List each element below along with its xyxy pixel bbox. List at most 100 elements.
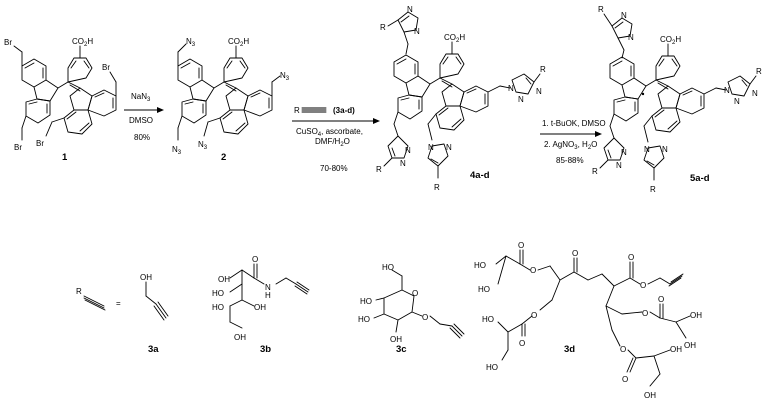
carbonyl-o-label: O [628,253,634,262]
compound-4-structure [383,11,541,179]
triazole-n-label: N [644,145,650,154]
triazole-n-label: N [616,161,622,170]
triazole-n-label: N [400,159,406,168]
step2-line1: CuSO4, ascorbate, [296,127,363,138]
hydroxyl-label: HO [358,315,370,324]
carboxylic-acid-label: CO2H [444,33,465,44]
hydroxyl-label: HO [474,261,486,270]
triazole-n-label: N [628,33,634,42]
hydroxyl-label: OH [684,341,696,350]
hydroxyl-label: HO [212,303,224,312]
legend-alkyne-bond [83,295,105,307]
step2-alkyne-label: (3a-d) [333,106,355,115]
compound-3d-structure [495,249,691,387]
azide-label: N3 [186,37,196,48]
carboxylic-acid-label: CO2H [72,37,93,48]
triazole-n-label: N [662,145,668,154]
step2-alkyne-r: R [294,106,300,115]
r-group-label: R [434,183,440,192]
azide-label: N3 [198,140,208,151]
amide-n-label: N [265,283,271,292]
step1-reagent: NaN3 [131,92,151,103]
radical-dot [641,92,645,96]
hydroxyl-label: OH [690,311,702,320]
compound-3c-structure [373,269,465,339]
hydroxyl-label: OH [254,303,266,312]
glycosidic-o-label: O [422,313,428,322]
compound-1-structure [13,45,117,141]
arrowhead-3 [595,131,602,137]
triazole-n-label: N [518,95,524,104]
compound-label-3a: 3a [148,344,159,355]
carboxylic-acid-label: CO2H [660,35,681,46]
legend-equals: = [116,299,121,308]
azide-label: N3 [172,145,182,156]
triazole-n-label: N [621,148,627,157]
step1-yield: 80% [134,133,150,142]
hydroxyl-label: HO [382,263,394,272]
step2-line2: DMF/H2O [315,137,350,148]
bromine-label: Br [36,139,44,148]
triazole-n-label: N [724,86,730,95]
azide-label: N3 [280,71,290,82]
step3-line2: 2. AgNO3, H2O [544,140,597,151]
compound-label-5: 5a-d [690,173,710,184]
triazole-n-label: N [508,84,514,93]
step3-yield: 85-88% [556,156,584,165]
compound-label-2: 2 [221,152,226,163]
legend-r: R [76,287,82,296]
ester-o-label: O [531,311,537,320]
carbonyl-o-label: O [519,339,525,348]
r-group-label: R [756,67,762,76]
ester-o-label: O [530,266,536,275]
hydroxyl-label: OH [234,333,246,342]
triazole-n-label: N [407,5,413,14]
hydroxyl-label: OH [644,391,656,400]
ester-o-label: O [620,345,626,354]
bromine-label: Br [14,143,22,152]
compound-label-3b: 3b [260,344,271,355]
hydroxyl-label: HO [482,315,494,324]
hydroxyl-label: HO [478,285,490,294]
carbonyl-o-label: O [572,249,578,258]
step1-solvent: DMSO [129,116,153,125]
hydroxyl-label: OH [390,335,402,344]
triazole-n-label: N [621,11,627,20]
bromine-label: Br [4,38,12,47]
r-group-label: R [380,23,386,32]
compound-label-3d: 3d [564,344,575,355]
hydroxyl-label: OH [140,273,152,282]
compound-3a-structure [145,281,169,321]
r-group-label: R [598,5,604,14]
r-group-label: R [592,167,598,176]
carbonyl-o-label: O [622,375,628,384]
ring-o-label: O [412,289,418,298]
arrowhead-2 [373,118,380,124]
step3-line1: 1. t-BuOK, DMSO [542,119,606,128]
r-group-label: R [540,65,546,74]
ester-o-label: O [640,281,646,290]
compound-label-4: 4a-d [470,170,490,181]
triazole-n-label: N [752,89,758,98]
carbonyl-o-label: O [658,295,664,304]
triazole-n-label: N [536,87,542,96]
hydroxyl-label: HO [360,297,372,306]
hydroxyl-label: HO [486,363,498,372]
r-group-label: R [376,165,382,174]
hydroxyl-label: OH [670,345,682,354]
compound-3b-structure [229,263,310,329]
hydroxyl-label: HO [212,289,224,298]
carbonyl-o-label: O [252,255,258,264]
carboxylic-acid-label: CO2H [228,37,249,48]
step2-yield: 70-80% [320,164,348,173]
arrowhead-1 [157,107,164,113]
compound-2-structure [177,43,281,141]
triazole-n-label: N [428,143,434,152]
compound-5-structure [599,13,757,181]
legend-alkyne-bond [84,299,106,311]
compound-label-3c: 3c [396,344,407,355]
triazole-n-label: N [446,143,452,152]
legend-alkyne-bond [83,297,105,309]
compound-label-1: 1 [62,152,68,163]
